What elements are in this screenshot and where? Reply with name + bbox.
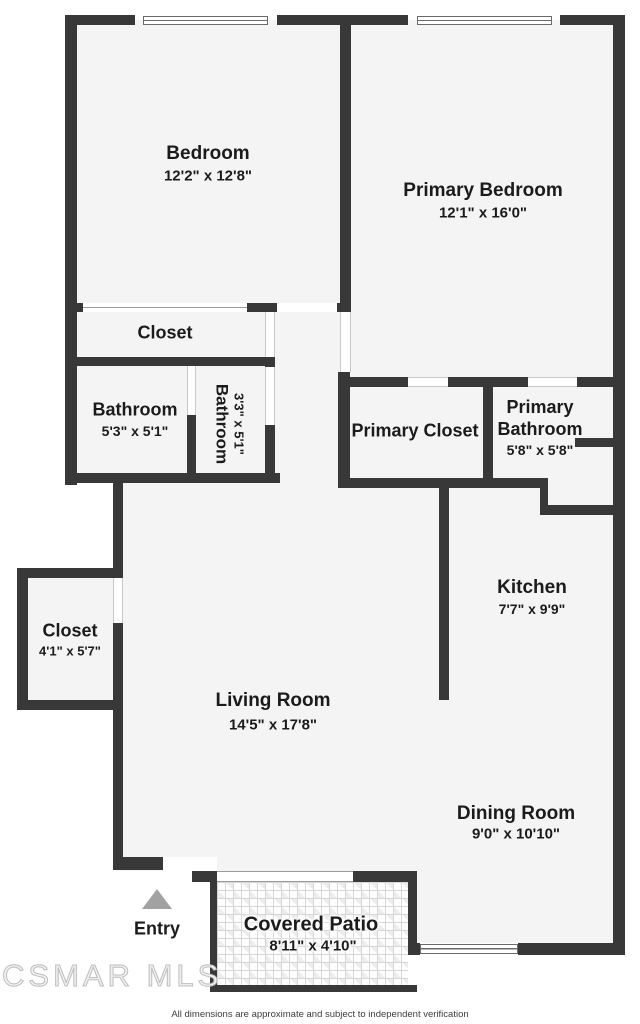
primary-closet-label: Primary Closet (351, 420, 479, 441)
wall-top-right (560, 15, 625, 25)
entry-arrow-icon (142, 889, 172, 909)
bedroom-label: Bedroom (166, 143, 250, 164)
wall-bottom-right-b (518, 943, 625, 955)
wall-top-mid (277, 15, 408, 25)
wall-closetleft-top (17, 568, 118, 578)
entry-door-opening (163, 857, 217, 871)
bathroom-dims: 5'3" x 5'1" (101, 423, 169, 439)
wall-patio-right (408, 871, 417, 955)
entry-label: Entry (133, 918, 181, 939)
wall-bathrooms-divider (187, 415, 196, 478)
wall-kitchen-divider (439, 488, 449, 700)
bedroom-dims: 12'2" x 12'8" (163, 167, 253, 185)
primary-bathroom-label-2: Bathroom (497, 419, 583, 439)
wall-closet-corner (265, 357, 275, 367)
bathroom-door-opening (187, 366, 196, 415)
wall-right (613, 15, 625, 955)
bedroom-door-opening (277, 303, 337, 312)
covered-patio-label: Covered Patio (243, 913, 379, 936)
wall-closet-bottom (65, 357, 275, 366)
primary-bathroom-label-1: Primary (506, 397, 574, 417)
primary-closet-door-opening (408, 377, 448, 387)
floor-dining-bottom (408, 871, 620, 943)
wall-bedroom-bottom-a (65, 303, 83, 312)
kitchen-label: Kitchen (497, 577, 567, 598)
wall-patio-topright (353, 871, 417, 882)
floor-lower (118, 483, 620, 871)
primary-bedroom-dims: 12'1" x 16'0" (438, 204, 528, 222)
bathroom-label: Bathroom (92, 399, 178, 420)
primary-bedroom-label: Primary Bedroom (403, 180, 563, 201)
smallbath-door-opening (265, 367, 275, 425)
floor-closet-left (28, 578, 113, 700)
wall-closetleft-bottom (17, 700, 118, 710)
dining-room-dims: 9'0" x 10'10" (471, 825, 561, 843)
primary-bathroom-label-block: Primary Bathroom 5'8" x 5'8" (498, 396, 583, 460)
wall-patio-bottom (210, 985, 417, 992)
wall-primarycloset-left (338, 372, 350, 488)
wall-primary-horiz-b (448, 377, 528, 387)
patio-tile-floor (217, 882, 408, 985)
closet-slider-line (83, 307, 247, 308)
primary-bedroom-door-opening (340, 312, 351, 372)
primary-bath-door-opening (528, 377, 577, 387)
wall-primary-horiz-c (577, 377, 625, 387)
hall-closet-door-opening (265, 312, 275, 357)
wall-step-vertical (540, 487, 548, 515)
wall-primary-horiz-a (338, 377, 408, 387)
wall-step-horizontal (548, 505, 625, 515)
small-bathroom-label: Bathroom (212, 383, 232, 465)
closet-top-label: Closet (137, 322, 193, 343)
wall-top-left (65, 15, 135, 25)
living-room-dims: 14'5" x 17'8" (228, 716, 318, 734)
disclaimer-text: All dimensions are approximate and subje… (171, 1009, 469, 1020)
closet-left-label: Closet (42, 620, 98, 641)
dining-window (420, 944, 518, 954)
wall-left-upper (65, 15, 77, 485)
wall-left-lower (113, 483, 123, 870)
wall-pcloset-pbath-divider (483, 387, 493, 488)
wall-bedroom-divider (340, 25, 351, 312)
kitchen-dims: 7'7" x 9'9" (498, 601, 566, 617)
dining-room-label: Dining Room (456, 803, 576, 824)
wall-bath-bottom (65, 473, 280, 483)
primary-bedroom-window (417, 16, 552, 25)
small-bathroom-label-block: 3'3" x 5'1" Bathroom (212, 384, 247, 464)
wall-patio-left (210, 882, 217, 992)
wall-smallbath-right (265, 425, 275, 478)
wall-bedroom-bottom-b (247, 303, 277, 312)
primary-bathroom-dims: 5'8" x 5'8" (506, 442, 574, 458)
wall-pbath-niche (575, 438, 615, 447)
wall-primary-bottom (338, 478, 548, 488)
wall-livingroom-bottom (113, 857, 163, 870)
wall-closetleft-left (17, 568, 28, 710)
living-room-label: Living Room (215, 690, 331, 711)
closet-left-dims: 4'1" x 5'7" (39, 643, 101, 659)
small-bathroom-dims: 3'3" x 5'1" (231, 393, 247, 455)
mls-watermark: CSMAR MLS (1, 958, 223, 994)
covered-patio-dims: 8'11" x 4'10" (269, 937, 357, 955)
patio-slider-opening (217, 871, 353, 882)
bedroom-window (143, 16, 268, 25)
wall-patio-topleft (192, 870, 217, 882)
left-closet-door-opening (113, 578, 123, 623)
